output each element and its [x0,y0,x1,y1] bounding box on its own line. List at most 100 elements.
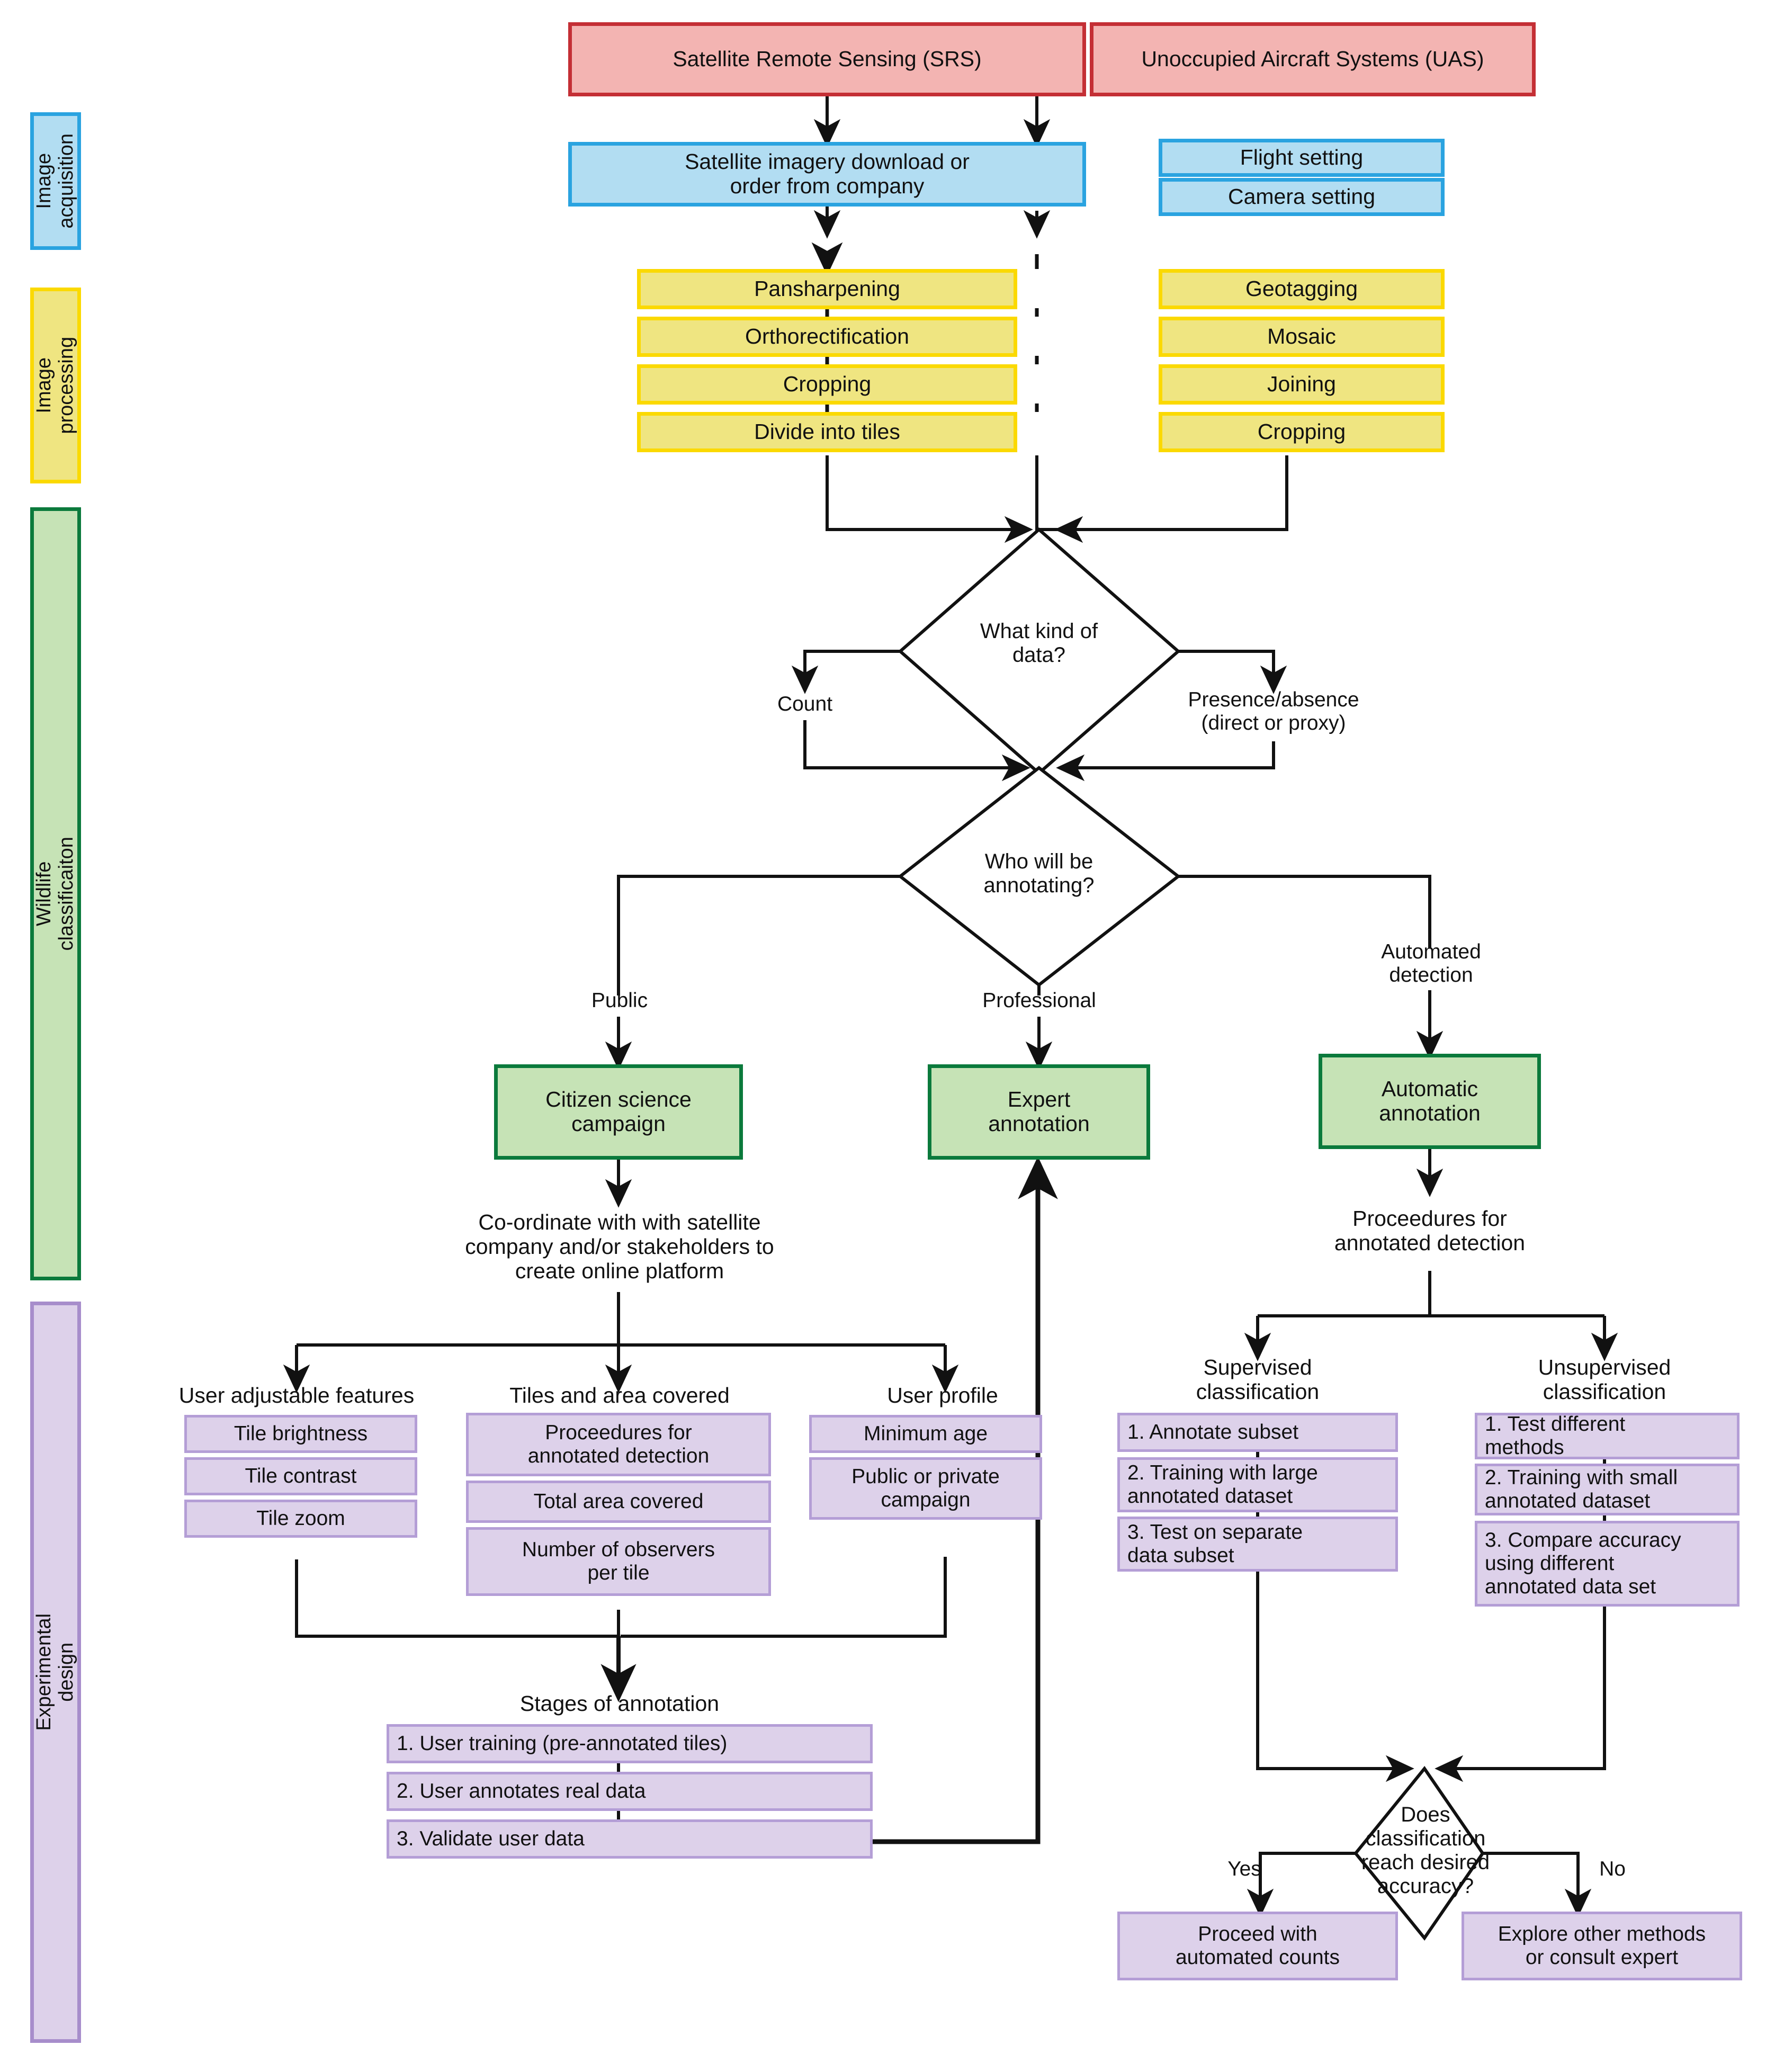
profile-item-minimum-age-label: Minimum age [863,1422,988,1446]
supervised-item-3-label: 3. Test on separate data subset [1127,1521,1303,1567]
stages-heading-text: Stages of annotation [519,1691,720,1716]
acquisition-srs-label: Satellite imagery download or order from… [685,149,970,198]
unsupervised-item-1[interactable]: 1. Test different methods [1475,1413,1740,1459]
branch-label-presence-absence-text: Presence/absence (direct or proxy) [1188,688,1359,734]
legend-label-experimental-design: Experimental design [33,1613,78,1731]
processing-srs-label-2: Orthorectification [745,324,909,349]
stage-item-2[interactable]: 2. User annotates real data [387,1772,873,1811]
processing-srs-step-3[interactable]: Cropping [637,364,1017,405]
supervised-item-1[interactable]: 1. Annotate subset [1117,1413,1398,1452]
processing-srs-label-1: Pansharpening [754,276,900,301]
stage-item-1-label: 1. User training (pre-annotated tiles) [397,1732,728,1755]
legend-rail-image-processing: Image processing [30,288,81,483]
legend-rail-experimental-design: Experimental design [30,1302,81,2043]
note-coordinate-platform-text: Co-ordinate with with satellite company … [465,1210,774,1283]
branch-label-no: No [1570,1853,1655,1885]
supervised-item-2-label: 2. Training with large annotated dataset [1127,1461,1318,1508]
branch-label-presence-absence: Presence/absence (direct or proxy) [1125,682,1422,741]
unsupervised-item-1-label: 1. Test different methods [1485,1413,1626,1459]
acquisition-uas-label-flight: Flight setting [1240,145,1364,170]
decision-data-kind-text: What kind of data? [980,620,1098,667]
supervised-item-2[interactable]: 2. Training with large annotated dataset [1117,1457,1398,1512]
feature-item-tile-brightness-label: Tile brightness [234,1422,368,1446]
decision-annotator-label: Who will be annotating? [932,842,1146,905]
feature-item-tile-brightness[interactable]: Tile brightness [184,1415,417,1453]
outcome-explore-other-methods[interactable]: Explore other methods or consult expert [1462,1912,1742,1980]
decision-data-kind-label: What kind of data? [932,612,1146,675]
unsupervised-item-2[interactable]: 2. Training with small annotated dataset [1475,1464,1740,1515]
stage-item-3-label: 3. Validate user data [397,1827,585,1851]
stage-item-1[interactable]: 1. User training (pre-annotated tiles) [387,1724,873,1763]
source-srs-label: Satellite Remote Sensing (SRS) [673,47,982,71]
feature-item-tile-zoom[interactable]: Tile zoom [184,1500,417,1538]
branch-label-yes: Yes [1202,1853,1287,1885]
processing-uas-label-1: Geotagging [1245,276,1358,301]
acquisition-srs-step[interactable]: Satellite imagery download or order from… [568,142,1086,207]
legend-rail-wildlife-classification: Wildlife classificaiton [30,507,81,1280]
profile-item-public-or-private-label: Public or private campaign [851,1465,1000,1511]
unsupervised-heading: Unsupervised classification [1491,1350,1718,1410]
branch-label-count: Count [725,688,884,720]
processing-uas-step-1[interactable]: Geotagging [1159,269,1445,309]
legend-rail-image-acquisition: Image acquisition [30,112,81,250]
group-heading-user-profile: User profile [818,1381,1067,1411]
source-uas-box[interactable]: Unoccupied Aircraft Systems (UAS) [1090,22,1536,96]
outcome-proceed-automated-counts-label: Proceed with automated counts [1175,1923,1340,1969]
acquisition-uas-step-flight[interactable]: Flight setting [1159,139,1445,177]
branch-label-automated-detection: Automated detection [1340,935,1522,993]
outcome-proceed-automated-counts[interactable]: Proceed with automated counts [1117,1912,1398,1980]
stage-item-3[interactable]: 3. Validate user data [387,1819,873,1859]
group-heading-tiles-and-area-text: Tiles and area covered [509,1383,730,1408]
unsupervised-item-3[interactable]: 3. Compare accuracy using different anno… [1475,1521,1740,1607]
tiles-item-observers-per-tile[interactable]: Number of observers per tile [466,1527,771,1596]
processing-srs-step-4[interactable]: Divide into tiles [637,412,1017,452]
processing-srs-label-4: Divide into tiles [754,419,900,444]
group-heading-user-adjustable-features: User adjustable features [143,1381,450,1411]
acquisition-uas-step-camera[interactable]: Camera setting [1159,178,1445,216]
tiles-item-procedures[interactable]: Proceedures for annotated detection [466,1413,771,1476]
supervised-item-3[interactable]: 3. Test on separate data subset [1117,1517,1398,1572]
unsupervised-heading-text: Unsupervised classification [1538,1355,1671,1404]
feature-item-tile-contrast[interactable]: Tile contrast [184,1457,417,1495]
decision-accuracy-label: Does classification reach desired accura… [1358,1779,1493,1922]
outcome-explore-other-methods-label: Explore other methods or consult expert [1498,1923,1706,1969]
processing-uas-step-2[interactable]: Mosaic [1159,317,1445,357]
decision-annotator-text: Who will be annotating? [983,850,1095,897]
processing-uas-step-3[interactable]: Joining [1159,364,1445,405]
branch-label-public: Public [540,985,699,1017]
branch-label-count-text: Count [777,693,833,716]
processing-srs-step-1[interactable]: Pansharpening [637,269,1017,309]
classification-expert-box[interactable]: Expert annotation [928,1064,1150,1160]
group-heading-user-profile-text: User profile [887,1383,998,1408]
supervised-heading-text: Supervised classification [1196,1355,1320,1404]
branch-label-professional-text: Professional [982,989,1096,1012]
branch-label-professional: Professional [948,985,1131,1017]
profile-item-public-or-private[interactable]: Public or private campaign [809,1457,1042,1520]
classification-automatic-box[interactable]: Automatic annotation [1319,1054,1541,1149]
tiles-item-total-area[interactable]: Total area covered [466,1481,771,1523]
unsupervised-item-3-label: 3. Compare accuracy using different anno… [1485,1529,1681,1598]
tiles-item-procedures-label: Proceedures for annotated detection [527,1421,710,1467]
processing-uas-label-2: Mosaic [1267,324,1336,349]
stages-heading: Stages of annotation [466,1689,773,1719]
processing-srs-step-2[interactable]: Orthorectification [637,317,1017,357]
processing-srs-label-3: Cropping [783,372,872,397]
legend-label-image-processing: Image processing [33,337,78,434]
classification-citizen-science-label: Citizen science campaign [545,1087,692,1136]
tiles-item-observers-per-tile-label: Number of observers per tile [522,1538,715,1584]
feature-item-tile-contrast-label: Tile contrast [245,1465,357,1488]
processing-uas-label-3: Joining [1267,372,1336,397]
tiles-item-total-area-label: Total area covered [533,1490,704,1513]
source-srs-box[interactable]: Satellite Remote Sensing (SRS) [568,22,1086,96]
group-heading-tiles-and-area: Tiles and area covered [466,1381,773,1411]
branch-label-yes-text: Yes [1227,1858,1261,1881]
source-uas-label: Unoccupied Aircraft Systems (UAS) [1141,47,1484,71]
classification-expert-label: Expert annotation [988,1087,1090,1136]
group-heading-user-adjustable-features-text: User adjustable features [178,1383,415,1408]
classification-citizen-science-box[interactable]: Citizen science campaign [494,1064,743,1160]
processing-uas-step-4[interactable]: Cropping [1159,412,1445,452]
branch-label-public-text: Public [591,989,648,1012]
processing-uas-label-4: Cropping [1257,419,1346,444]
profile-item-minimum-age[interactable]: Minimum age [809,1415,1042,1453]
